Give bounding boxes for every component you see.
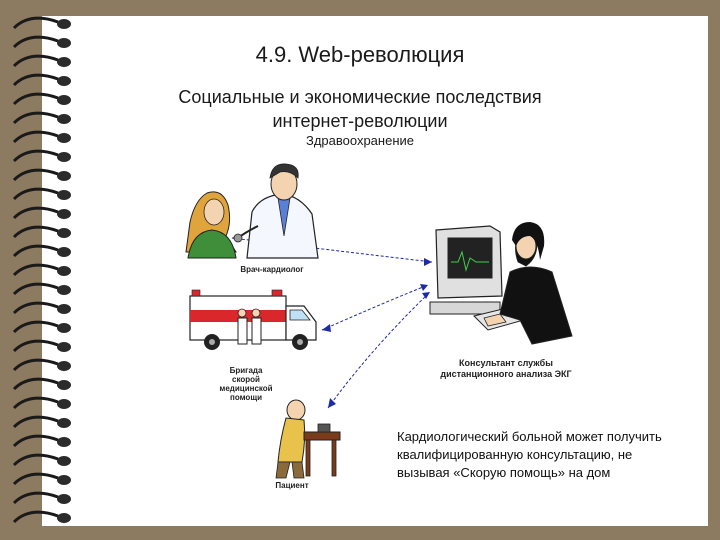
slide-subtitle: Социальные и экономические последствия и… <box>0 85 720 133</box>
binding-hole <box>57 19 71 29</box>
binding-hole <box>57 380 71 390</box>
ambulance-caption-line-2: скорой <box>232 375 260 384</box>
binding-ring <box>12 168 59 182</box>
binding-hole <box>57 304 71 314</box>
binding-ring <box>12 434 59 448</box>
binding-ring <box>12 282 59 296</box>
binding-hole <box>57 494 71 504</box>
binding-hole <box>57 57 71 67</box>
cardiologist-caption: Врач-кардиолог <box>240 265 304 274</box>
binding-hole <box>57 133 71 143</box>
binding-ring <box>12 510 59 524</box>
patient-icon <box>275 399 341 479</box>
arrow-head-icon <box>422 292 430 299</box>
binding-ring <box>12 130 59 144</box>
subtitle-line-2: интернет-революции <box>272 111 448 131</box>
ambulance-caption-line-1: Бригада <box>230 366 263 375</box>
binding-ring <box>12 206 59 220</box>
spiral-binding-icon <box>12 16 71 524</box>
arrow-head-icon <box>322 324 331 332</box>
link-ambulance-consultant <box>321 284 429 331</box>
section-label: Здравоохранение <box>305 133 414 148</box>
binding-hole <box>57 152 71 162</box>
binding-hole <box>57 361 71 371</box>
slide-page <box>42 16 708 526</box>
ambulance-icon <box>189 289 317 350</box>
binding-ring <box>12 320 59 334</box>
binding-ring <box>12 244 59 258</box>
patient-caption: Пациент <box>275 481 308 490</box>
binding-hole <box>57 399 71 409</box>
binding-hole <box>57 114 71 124</box>
binding-hole <box>57 437 71 447</box>
binding-ring <box>12 54 59 68</box>
subtitle-line-1: Социальные и экономические последствия <box>178 87 542 107</box>
consultant-caption-line-1: Консультант службы <box>459 358 553 368</box>
ambulance-caption-line-4: помощи <box>230 393 262 402</box>
ambulance-caption: Бригада скорой медицинской помощи <box>219 366 272 402</box>
binding-ring <box>12 415 59 429</box>
binding-hole <box>57 456 71 466</box>
binding-hole <box>57 171 71 181</box>
consultant-caption: Консультант службы дистанционного анализ… <box>440 358 571 379</box>
arrow-head-icon <box>424 258 432 266</box>
link-patient-consultant <box>327 291 431 409</box>
binding-hole <box>57 95 71 105</box>
conclusion-text: Кардиологический больной может получить … <box>397 429 662 480</box>
consultant-caption-line-2: дистанционного анализа ЭКГ <box>440 369 571 379</box>
arrow-head-icon <box>420 284 428 291</box>
binding-ring <box>12 225 59 239</box>
binding-hole <box>57 247 71 257</box>
computer-operator-icon <box>429 222 573 345</box>
binding-ring <box>12 491 59 505</box>
slide-title: 4.9. Web-революция <box>255 42 465 67</box>
binding-ring <box>12 111 59 125</box>
doctor-patient-icon <box>185 163 319 259</box>
binding-hole <box>57 190 71 200</box>
binding-hole <box>57 475 71 485</box>
binding-hole <box>57 513 71 523</box>
binding-ring <box>12 396 59 410</box>
binding-ring <box>12 187 59 201</box>
binding-hole <box>57 76 71 86</box>
binding-ring <box>12 358 59 372</box>
binding-hole <box>57 418 71 428</box>
binding-ring <box>12 35 59 49</box>
binding-hole <box>57 266 71 276</box>
binding-hole <box>57 209 71 219</box>
binding-ring <box>12 339 59 353</box>
binding-hole <box>57 342 71 352</box>
binding-hole <box>57 228 71 238</box>
link-doctor-consultant <box>231 237 433 263</box>
binding-ring <box>12 453 59 467</box>
binding-ring <box>12 263 59 277</box>
connection-lines <box>231 237 433 409</box>
binding-ring <box>12 73 59 87</box>
binding-hole <box>57 285 71 295</box>
binding-hole <box>57 323 71 333</box>
ambulance-caption-line-3: медицинской <box>219 384 272 393</box>
binding-ring <box>12 92 59 106</box>
arrow-head-icon <box>328 398 336 408</box>
binding-ring <box>12 16 59 30</box>
binding-hole <box>57 38 71 48</box>
binding-ring <box>12 377 59 391</box>
binding-ring <box>12 472 59 486</box>
binding-ring <box>12 149 59 163</box>
binding-ring <box>12 301 59 315</box>
